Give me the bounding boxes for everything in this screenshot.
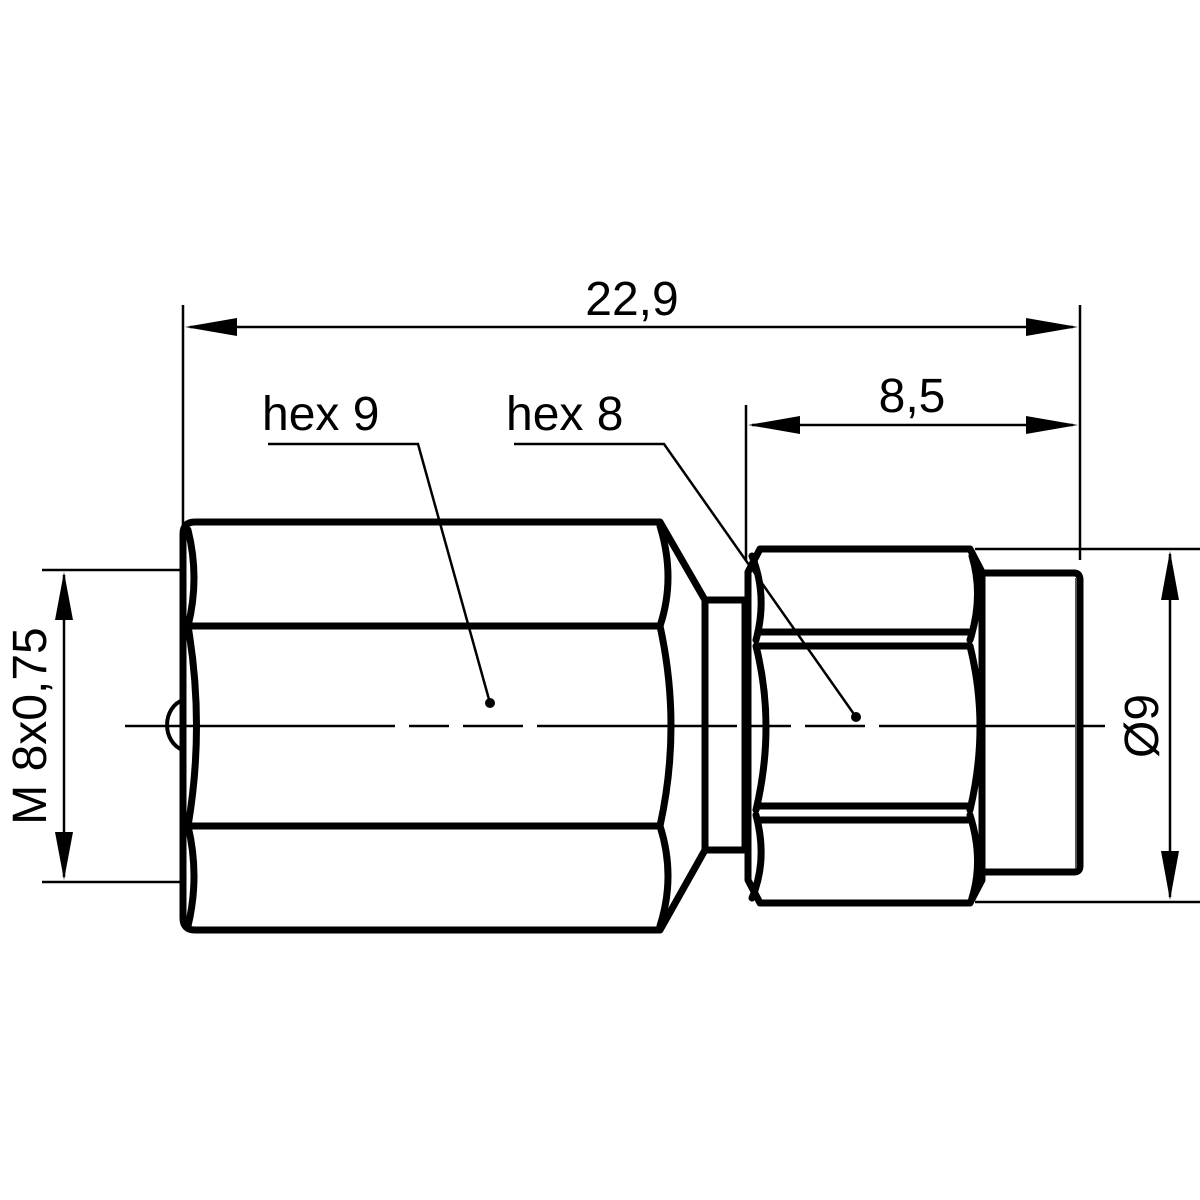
hex-9-body <box>179 518 709 934</box>
overall-length-label: 22,9 <box>585 273 678 326</box>
front-ring <box>978 569 1084 876</box>
dimension-thread: M 8x0,75 <box>4 568 182 884</box>
callout-hex-8: hex 8 <box>506 388 861 722</box>
front-length-label: 8,5 <box>879 370 946 423</box>
pin-tip <box>165 698 184 752</box>
dimension-front: 8,5 <box>744 370 1078 560</box>
diameter-label: Ø9 <box>1116 694 1169 758</box>
hex-9-label: hex 9 <box>262 388 379 441</box>
hex-8-body <box>744 545 986 907</box>
dimension-overall: 22,9 <box>181 273 1082 560</box>
thread-label: M 8x0,75 <box>4 627 57 824</box>
dimension-diameter: Ø9 <box>975 547 1200 904</box>
callout-hex-9: hex 9 <box>262 388 495 708</box>
hex-8-label: hex 8 <box>506 388 623 441</box>
